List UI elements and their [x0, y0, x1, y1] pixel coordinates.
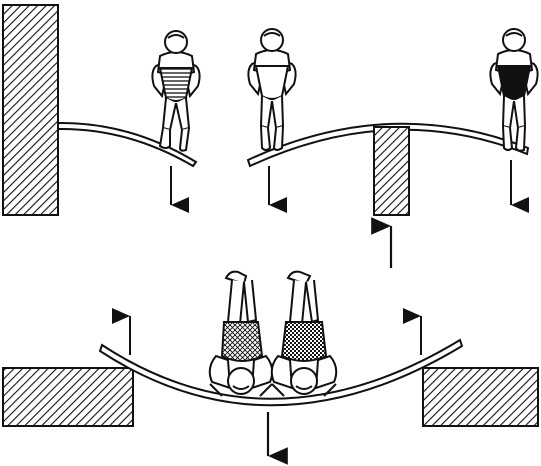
checked-suit: [220, 321, 264, 362]
hatched-block-right: [422, 367, 539, 427]
strongman-black: [489, 28, 539, 152]
hatched-post: [373, 126, 410, 216]
black-suit: [496, 65, 532, 100]
handstand-performer-right: [270, 270, 338, 397]
striped-suit: [158, 67, 194, 102]
bottom-two-supports-panel: [2, 270, 539, 465]
strongman-striped: [151, 30, 201, 152]
cantilever-beam: [57, 121, 198, 168]
bottom-beam: [98, 338, 464, 407]
hatched-wall: [2, 4, 59, 216]
top-cantilever-panel: [2, 4, 201, 216]
top-simply-supported-panel: [246, 28, 539, 268]
dotted-suit: [280, 321, 328, 362]
strongman-plain: [247, 28, 297, 151]
handstand-performer-left: [208, 270, 274, 397]
center-beam: [246, 122, 530, 168]
hatched-block-left: [2, 367, 134, 427]
